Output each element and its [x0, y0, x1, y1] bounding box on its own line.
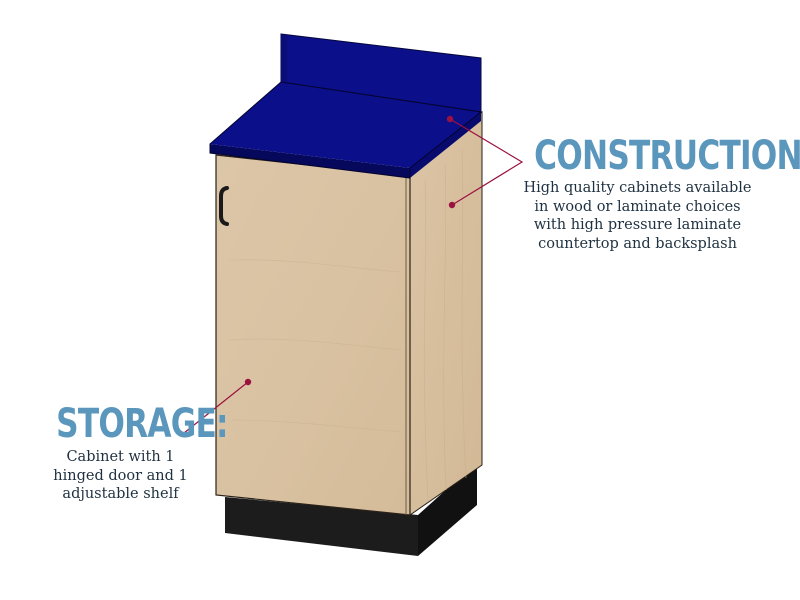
- storage-heading: STORAGE:: [56, 401, 228, 447]
- countertop: [209, 81, 483, 179]
- cabinet-side-panel: [409, 110, 483, 516]
- construction-heading: CONSTRUCTION:: [534, 133, 800, 179]
- construction-description: High quality cabinets available in wood …: [523, 180, 752, 252]
- storage-callout: STORAGE: Cabinet with 1 hinged door and …: [38, 401, 228, 504]
- construction-leader-lines: [446, 115, 524, 209]
- cabinet-door[interactable]: [215, 154, 411, 516]
- handle-icon[interactable]: [219, 186, 229, 226]
- storage-description: Cabinet with 1 hinged door and 1 adjusta…: [53, 449, 188, 502]
- toe-kick: [225, 462, 477, 556]
- construction-callout: CONSTRUCTION: High quality cabinets avai…: [505, 133, 800, 253]
- storage-leader-line: [183, 378, 252, 434]
